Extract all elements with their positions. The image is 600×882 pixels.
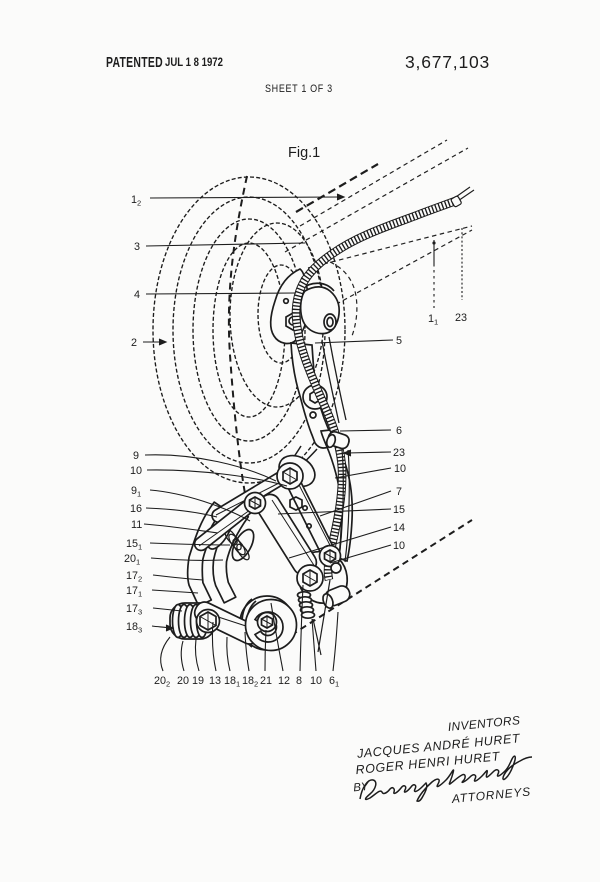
svg-text:5: 5 bbox=[396, 335, 402, 347]
svg-text:16: 16 bbox=[130, 503, 142, 515]
svg-text:11: 11 bbox=[428, 313, 438, 327]
svg-text:8: 8 bbox=[296, 675, 302, 687]
svg-text:INVENTORS: INVENTORS bbox=[447, 713, 521, 734]
svg-text:12: 12 bbox=[131, 194, 141, 208]
svg-text:11: 11 bbox=[131, 519, 142, 531]
svg-text:10: 10 bbox=[310, 675, 322, 687]
svg-text:21: 21 bbox=[260, 675, 272, 687]
svg-text:Fig.1: Fig.1 bbox=[288, 145, 320, 161]
svg-text:2: 2 bbox=[131, 337, 137, 349]
svg-text:6: 6 bbox=[396, 425, 402, 437]
svg-text:7: 7 bbox=[396, 486, 402, 498]
svg-text:SHEET 1 OF 3: SHEET 1 OF 3 bbox=[265, 83, 333, 95]
svg-text:10: 10 bbox=[393, 540, 405, 552]
svg-text:19: 19 bbox=[192, 675, 204, 687]
svg-text:20: 20 bbox=[177, 675, 189, 687]
svg-text:13: 13 bbox=[209, 675, 221, 687]
svg-text:3,677,103: 3,677,103 bbox=[405, 52, 490, 72]
svg-text:10: 10 bbox=[394, 463, 406, 475]
svg-text:PATENTED: PATENTED bbox=[106, 54, 163, 70]
svg-text:23: 23 bbox=[393, 447, 405, 459]
svg-text:9: 9 bbox=[133, 450, 139, 462]
svg-text:91: 91 bbox=[131, 485, 141, 499]
svg-text:14: 14 bbox=[393, 522, 405, 534]
svg-text:12: 12 bbox=[278, 675, 290, 687]
svg-text:15: 15 bbox=[393, 504, 405, 516]
svg-text:23: 23 bbox=[455, 312, 467, 324]
svg-text:10: 10 bbox=[130, 465, 142, 477]
svg-text:61: 61 bbox=[329, 675, 339, 689]
svg-text:3: 3 bbox=[134, 241, 140, 253]
svg-text:JUL 1 8 1972: JUL 1 8 1972 bbox=[165, 56, 223, 69]
svg-text:4: 4 bbox=[134, 289, 140, 301]
